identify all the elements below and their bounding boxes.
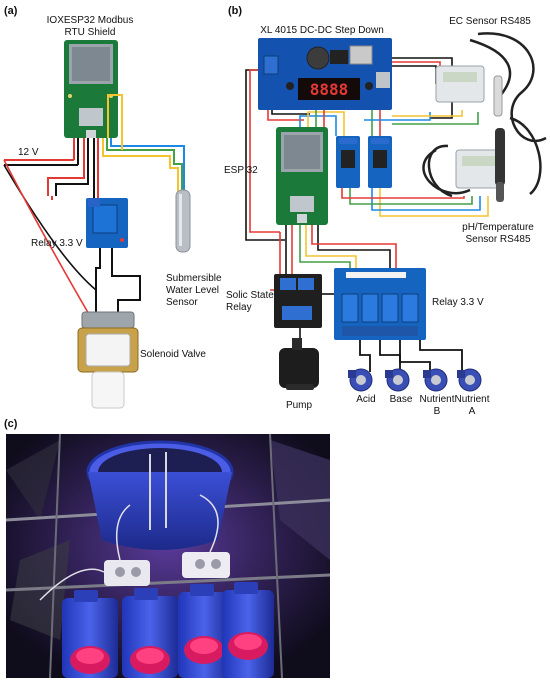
panel-b-wires: [245, 57, 489, 372]
panel-a: (a) IOXESP32 Modbus RTU Shield 12 V: [3, 5, 222, 409]
photo-bucket: [86, 440, 234, 550]
pump-label-acid: Acid: [356, 394, 375, 405]
esp32-label: ESP 32: [224, 165, 258, 176]
esp32-board: [276, 127, 328, 225]
photo-installation: [5, 433, 331, 679]
panel-a-tag: (a): [4, 5, 18, 17]
ec-sensor-label: EC Sensor RS485: [449, 16, 531, 27]
solid-state-relay: [274, 274, 322, 328]
relay-b-label: Relay 3.3 V: [432, 297, 484, 308]
photo-tank-3: [178, 584, 230, 678]
dosing-pump-acid: [348, 368, 373, 392]
pump-label-base: Base: [390, 394, 413, 405]
panel-b-tag: (b): [228, 5, 242, 17]
panel-b: (b) XL 4015 DC-DC Step Down EC Sensor RS…: [224, 5, 547, 417]
photo-tank-1: [62, 590, 118, 678]
solenoid-valve: [77, 311, 139, 409]
stepdown-converter: 8888: [258, 38, 392, 110]
pump-label-nutrient-b-line-1: Nutrient: [419, 394, 454, 405]
relay-module-4ch: [334, 268, 426, 340]
stepdown-display: 8888: [310, 80, 349, 99]
water-pump: [279, 338, 319, 390]
relay-a-label: Relay 3.3 V: [31, 238, 83, 249]
shield-label-line-2: RTU Shield: [65, 27, 116, 38]
valve-label: Solenoid Valve: [140, 349, 206, 360]
photo-tank-4: [222, 582, 274, 678]
pump-label: Pump: [286, 400, 313, 411]
rs485-module-1: [336, 136, 360, 188]
panel-a-wires: [3, 94, 185, 317]
sensor-label-line-1: Submersible: [166, 273, 222, 284]
ph-label-line-1: pH/Temperature: [462, 222, 534, 233]
ph-temperature-sensor: [422, 116, 542, 202]
sensor-label-line-3: Sensor: [166, 297, 198, 308]
panel-c: (c): [4, 418, 331, 679]
dosing-pump-base: [385, 368, 410, 392]
ssr-label-line-2: Relay: [226, 302, 252, 313]
sensor-label-line-2: Water Level: [166, 285, 219, 296]
dosing-pump-nutrient-a: [457, 368, 482, 392]
ssr-label-line-1: Solic State: [226, 290, 274, 301]
dosing-pump-nutrient-b: [423, 368, 448, 392]
stepdown-label: XL 4015 DC-DC Step Down: [260, 25, 384, 36]
pump-label-nutrient-a-line-1: Nutrient: [454, 394, 489, 405]
panel-c-tag: (c): [4, 418, 18, 430]
modbus-shield-board: [64, 40, 118, 138]
pump-label-nutrient-a-line-2: A: [469, 406, 476, 417]
photo-dosing-pumps: [39, 494, 230, 601]
ec-sensor: [435, 32, 547, 142]
pump-label-nutrient-b-line-2: B: [434, 406, 441, 417]
rs485-module-2: [368, 136, 392, 188]
relay-module-a: [86, 198, 128, 248]
supply-12v-label: 12 V: [18, 147, 39, 158]
photo-tank-2: [122, 588, 178, 678]
ph-label-line-2: Sensor RS485: [465, 234, 530, 245]
water-level-sensor: [175, 189, 191, 253]
shield-label-line-1: IOXESP32 Modbus: [47, 15, 134, 26]
